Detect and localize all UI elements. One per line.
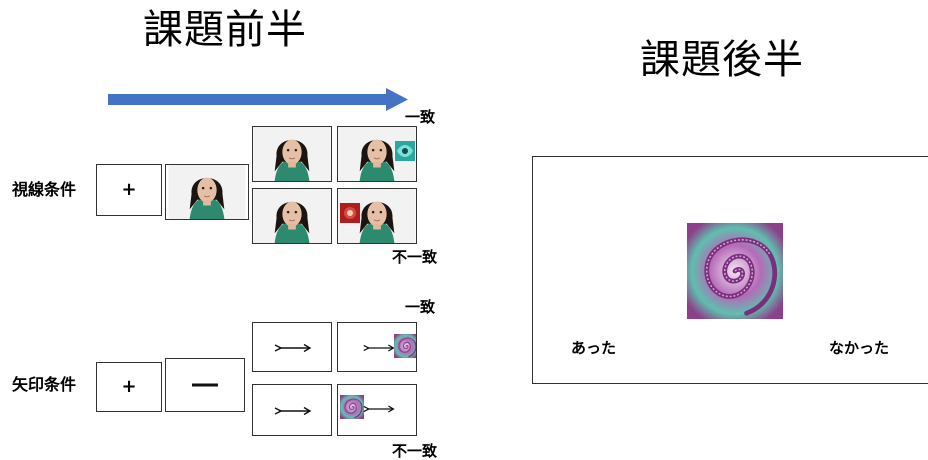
gaze-incongruent-label: 不一致: [392, 248, 438, 266]
gaze-fixation-frame: +: [96, 164, 162, 216]
arrow-cue-icon: [362, 342, 396, 354]
arrow-cue-icon: [362, 403, 396, 415]
face-photo: [253, 127, 331, 181]
gaze-cue-face-frame: [165, 164, 249, 220]
arrow-incongruent-target-frame: [337, 384, 417, 436]
arrow-neutral-cue-frame: [165, 358, 245, 412]
task-second-half-title: 課題後半: [640, 37, 804, 83]
arrow-cue-icon: [273, 405, 313, 417]
gaze-congruent-label: 一致: [405, 108, 436, 126]
arrow-cue-icon: [273, 342, 313, 354]
arrow-fixation-frame: +: [96, 362, 162, 412]
fixation-cross: +: [121, 179, 137, 200]
face-photo: [253, 189, 331, 243]
gaze-condition-label: 視線条件: [12, 180, 77, 199]
arrow-incongruent-cue-frame: [252, 384, 332, 436]
fixation-cross: +: [121, 376, 137, 397]
not-found-option[interactable]: なかった: [829, 339, 890, 357]
gaze-incongruent-target-frame: [337, 188, 417, 244]
target-image: [395, 141, 415, 161]
task-first-half-title: 課題前半: [143, 7, 307, 53]
face-photo: [166, 165, 248, 219]
neutral-dash: [192, 383, 218, 387]
arrow-congruent-target-frame: [337, 322, 417, 372]
target-image: [340, 203, 360, 223]
response-screen: あった なかった: [532, 156, 928, 384]
found-option[interactable]: あった: [571, 339, 617, 357]
gaze-congruent-target-frame: [337, 126, 417, 182]
arrow-incongruent-label: 不一致: [392, 442, 438, 460]
arrow-congruent-cue-frame: [252, 322, 332, 372]
timeline-arrow: [108, 88, 408, 111]
gaze-incongruent-face-frame: [252, 188, 332, 244]
arrow-congruent-label: 一致: [405, 298, 436, 316]
arrow-condition-label: 矢印条件: [12, 375, 77, 394]
target-image: [687, 223, 783, 319]
gaze-congruent-face-frame: [252, 126, 332, 182]
target-image: [394, 333, 417, 359]
